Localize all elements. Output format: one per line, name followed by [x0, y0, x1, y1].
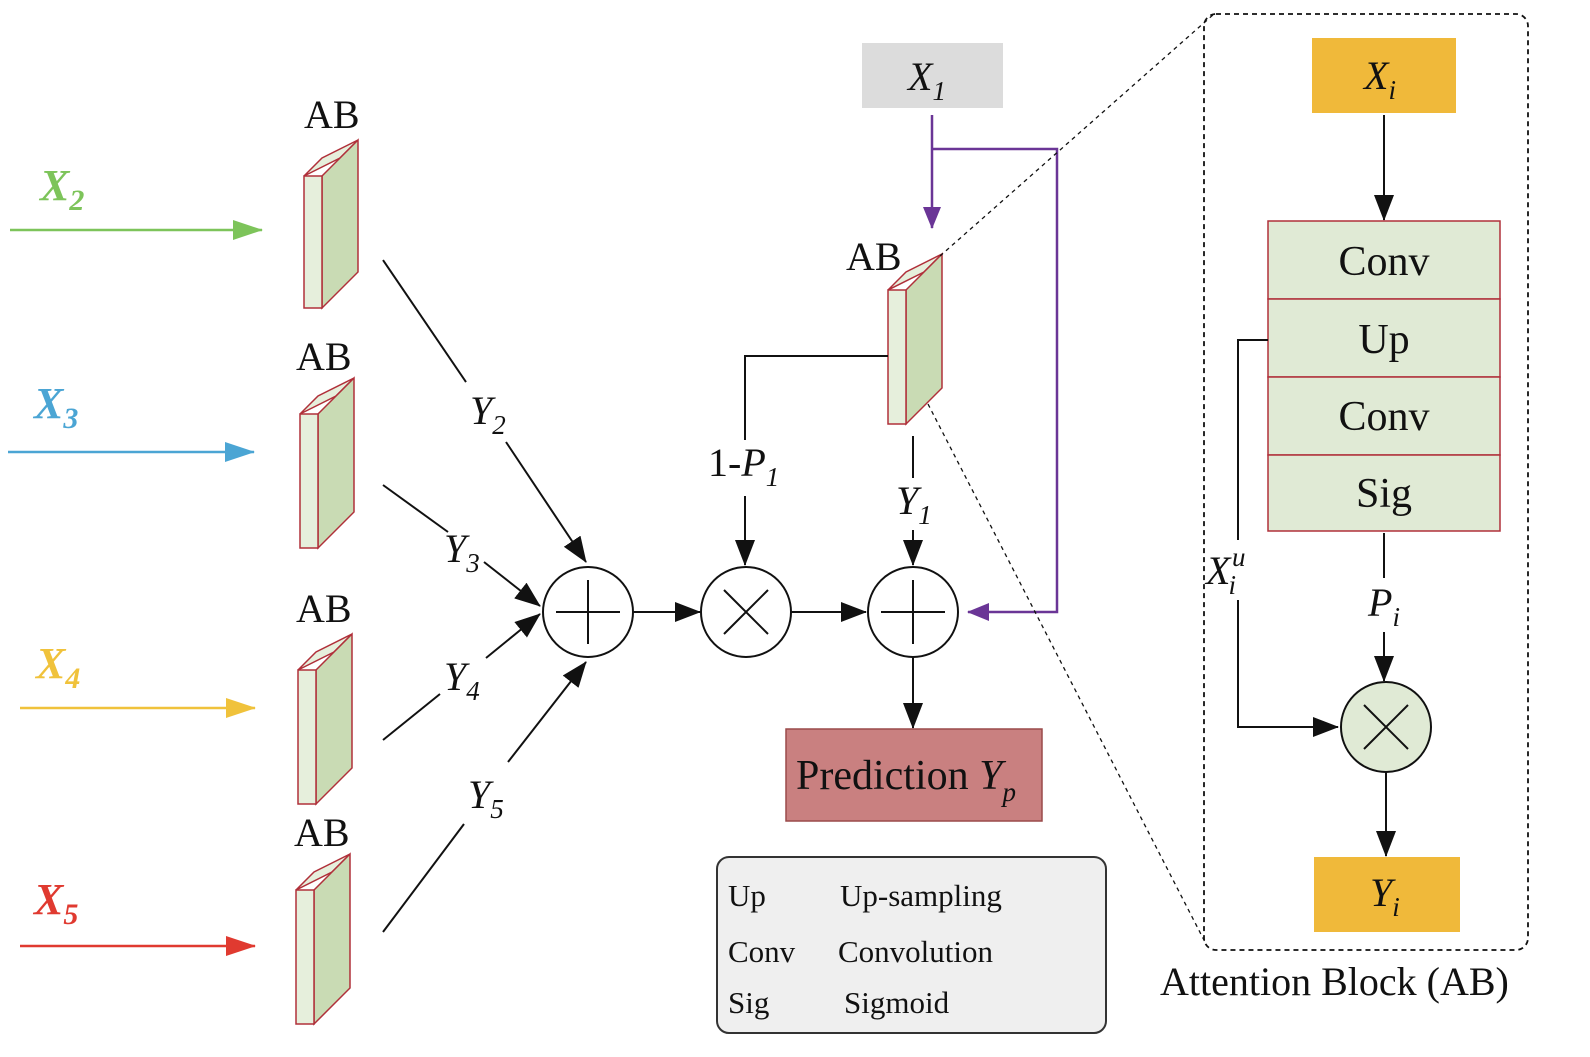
label-y5: Y5	[468, 772, 504, 824]
legend-full-up: Up-sampling	[840, 878, 1002, 913]
input-x2-label: X2	[38, 161, 84, 217]
ab-block-1: AB	[846, 234, 943, 426]
ab-label-5: AB	[294, 810, 350, 855]
input-x3-label: X3	[32, 379, 78, 435]
input-x1-label: X1	[906, 54, 946, 106]
layer-conv-2: Conv	[1338, 394, 1429, 440]
layer-up: Up	[1358, 317, 1409, 363]
attention-block: Xi Conv Up Conv Sig Xiu Pi Yi Attentio	[1160, 13, 1529, 1004]
input-x1-box: X1	[862, 43, 1003, 108]
attention-output-box	[1314, 857, 1460, 932]
label-y1: Y1	[896, 478, 932, 530]
legend-abbr-conv: Conv	[728, 934, 796, 969]
ab-label-2: AB	[304, 92, 360, 137]
one-minus-p1-path: 1-P1	[708, 355, 888, 566]
ab-block-3: AB	[296, 334, 355, 550]
legend-full-conv: Convolution	[838, 934, 994, 969]
attention-multiply-operator	[1340, 681, 1432, 773]
legend-abbr-up: Up	[728, 878, 766, 913]
label-one-minus-p1: 1-P1	[708, 440, 779, 492]
input-x2: X2	[10, 161, 263, 240]
ab-label-3: AB	[296, 334, 352, 379]
zoom-lines	[927, 13, 1215, 945]
attention-input-box	[1312, 38, 1456, 113]
attention-layer-stack: Conv Up Conv Sig	[1267, 220, 1501, 532]
ab-block-5: AB	[294, 810, 351, 1026]
layer-sig: Sig	[1356, 471, 1412, 517]
x1-purple-paths	[923, 115, 1059, 621]
multiply-operator	[700, 566, 792, 658]
attention-block-title: Attention Block (AB)	[1160, 959, 1509, 1004]
label-pi: Pi	[1367, 580, 1400, 632]
prediction-label: Prediction Yp	[796, 753, 1016, 807]
y1-path: Y1	[896, 436, 932, 566]
legend-box: Up Up-sampling Conv Convolution Sig Sigm…	[716, 856, 1107, 1034]
attention-block-frame	[1203, 13, 1529, 951]
sum-operator-1	[542, 566, 634, 658]
sum-operator-2	[867, 566, 959, 658]
attention-output-label: Yi	[1370, 870, 1400, 922]
ab-label-1: AB	[846, 234, 902, 279]
prediction-box: Prediction Yp	[785, 728, 1043, 822]
attention-input-label: Xi	[1362, 53, 1396, 105]
input-x4-label: X4	[34, 639, 80, 695]
input-x3: X3	[8, 379, 255, 462]
label-y3: Y3	[444, 526, 480, 578]
legend-abbr-sig: Sig	[728, 985, 769, 1020]
ab-block-4: AB	[296, 586, 353, 806]
input-x5-label: X5	[32, 875, 78, 931]
input-x4: X4	[20, 639, 256, 718]
label-y4: Y4	[444, 654, 480, 706]
layer-conv-1: Conv	[1338, 239, 1429, 285]
legend-full-sig: Sigmoid	[844, 985, 950, 1020]
label-xi-u: Xiu	[1204, 542, 1245, 600]
ab-block-2: AB	[303, 92, 360, 310]
ab-label-4: AB	[296, 586, 352, 631]
input-x5: X5	[20, 875, 256, 956]
y-connections: Y2 Y3 Y4 Y5	[382, 259, 587, 933]
label-y2: Y2	[470, 388, 506, 440]
